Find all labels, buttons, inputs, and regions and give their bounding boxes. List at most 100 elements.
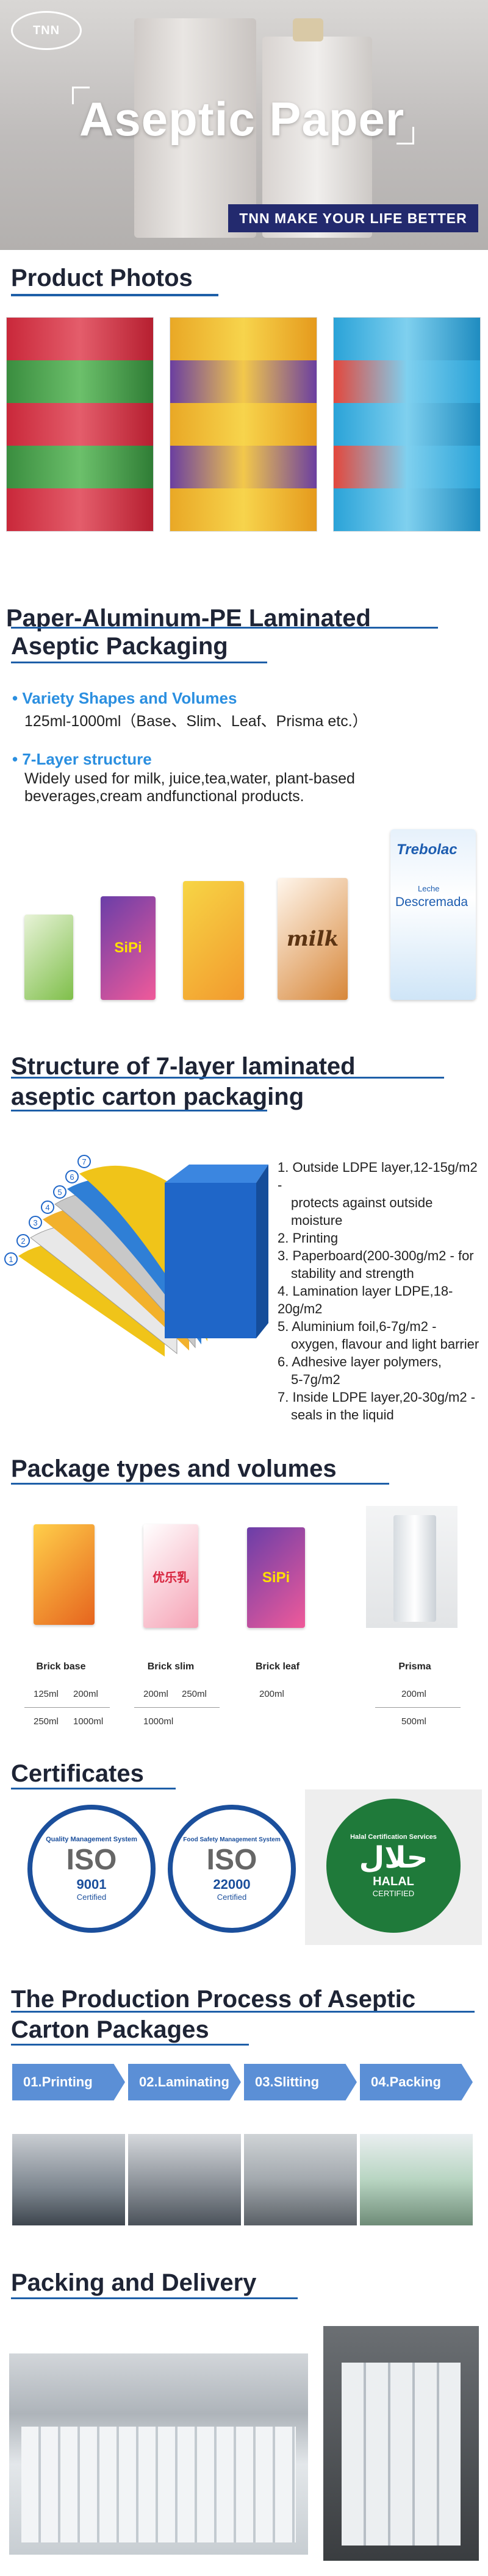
slogan-banner: TNN MAKE YOUR LIFE BETTER [228,204,478,232]
bullet-text-layers-1: Widely used for milk, juice,tea,water, p… [24,770,355,787]
package-brick-leaf-image: SiPi [247,1527,305,1628]
brand-logo[interactable]: TNN [11,11,82,50]
carton-trebolac: Trebolac Leche Descremada [390,829,476,1000]
cert-main-text: ISO [206,1843,257,1876]
layer-line: seals in the liquid [291,1407,394,1422]
print-strip [170,446,317,488]
trebolac-logo-text: Trebolac [396,841,458,858]
iso-22000-badge: Food Safety Management System ISO 22000 … [168,1805,296,1933]
cert-ring-text: Halal Certification Services [350,1833,437,1841]
layer-number-label: 5 [57,1188,62,1197]
layer-line: oxygen, flavour and light barrier [291,1336,479,1352]
cert-foot-text: Certified [217,1892,247,1902]
process-photo-printing [12,2134,125,2225]
halal-badge-panel: Halal Certification Services حلال HALAL … [305,1789,482,1945]
print-strip [170,360,317,403]
package-brick-slim-image: 优乐乳 [143,1524,198,1628]
volume-value: 250ml [34,1716,59,1727]
layer-number-circle [29,1216,42,1229]
title-underline [11,627,438,629]
volume-value: 200ml [73,1689,98,1699]
volume-value: 1000ml [143,1716,174,1727]
layer-line: 2. Printing [278,1230,339,1246]
layer-number-circle [65,1170,79,1183]
divider [134,1707,220,1708]
package-brick-base-image [34,1524,95,1625]
title-underline [11,2011,475,2013]
section-title-types: Package types and volumes [11,1455,337,1482]
iso-9001-badge: Quality Management System ISO 9001 Certi… [27,1805,156,1933]
print-strip [7,488,153,531]
section-title-laminated-line2: Aseptic Packaging [11,633,228,660]
section-title-certificates: Certificates [11,1760,144,1787]
hero-carton-cap [293,18,323,41]
carton-block-top [165,1165,268,1183]
process-photo-slitting [244,2134,357,2225]
layer-line: stability and strength [291,1266,414,1281]
print-strip [334,360,480,403]
prisma-carton [393,1515,436,1622]
volume-value: 200ml [401,1689,426,1699]
title-underline [11,2297,298,2299]
package-prisma-image [366,1506,458,1628]
title-underline [11,1483,389,1485]
layer-line: moisture [291,1213,343,1228]
hero-title: Aseptic Paper [79,92,405,146]
layer-number-label: 3 [33,1218,37,1227]
layer-description-list: 1. Outside LDPE layer,12-15g/m2 - protec… [278,1158,485,1424]
process-step-laminating: 02.Laminating [128,2064,241,2100]
print-strip [334,488,480,531]
process-step-packing: 04.Packing [360,2064,473,2100]
layer-number-label: 4 [45,1203,49,1212]
title-underline [11,1788,176,1789]
process-step-slitting: 03.Slitting [244,2064,357,2100]
layer-line: 4. Lamination layer LDPE,18-20g/m2 [278,1283,453,1316]
carton-milk: milk [278,878,348,1000]
title-underline [11,294,218,296]
bullet-text-shapes: 125ml-1000ml（Base、Slim、Leaf、Prisma etc.） [24,713,368,730]
layer-number-circle [53,1185,66,1199]
print-strip [7,318,153,360]
container-rolls [342,2363,461,2546]
carton-sipi: SiPi [101,896,156,1000]
volume-value: 200ml [143,1689,168,1699]
layer-line: protects against outside [291,1195,433,1210]
carton-apple-juice [24,915,73,1000]
cert-foot-text: Certified [76,1893,107,1902]
package-name-brick-slim: Brick slim [147,1661,195,1672]
section-title-process-line1: The Production Process of Aseptic [11,1986,416,2013]
package-name-brick-leaf: Brick leaf [255,1661,300,1672]
cert-code: 9001 [76,1877,107,1892]
layer-line: 5-7g/m2 [291,1372,340,1387]
section-title-delivery: Packing and Delivery [11,2269,257,2296]
layer-number-label: 6 [70,1172,74,1182]
title-frame-corner-tl [72,87,90,104]
title-underline [11,2044,249,2046]
layer-line: 6. Adhesive layer polymers, [278,1354,442,1369]
cert-code: 22000 [213,1876,251,1892]
volume-value: 125ml [34,1689,59,1699]
bullet-heading-layers: • 7-Layer structure [12,750,152,768]
carton-block [165,1183,256,1338]
trebolac-main-text: Descremada [395,895,468,909]
print-strip [170,488,317,531]
title-underline [11,1110,267,1111]
layer-line: 1. Outside LDPE layer,12-15g/m2 - [278,1160,478,1193]
cert-main-text: حلال [359,1841,428,1875]
process-photo-laminating [128,2134,241,2225]
paper-rolls [21,2427,296,2542]
layer-number-label: 7 [82,1157,86,1166]
print-strip [170,403,317,446]
title-frame-corner-br [396,127,414,144]
layer-number-circle [4,1252,18,1266]
halal-badge: Halal Certification Services حلال HALAL … [326,1799,461,1933]
hero-carton-image [134,18,256,238]
delivery-photo-warehouse [9,2353,308,2555]
cert-ring-text: Food Safety Management System [183,1836,281,1843]
section-title-structure-line1: Structure of 7-layer laminated [11,1053,356,1080]
bullet-heading-shapes: • Variety Shapes and Volumes [12,689,237,707]
section-title-structure-line2: aseptic carton packaging [11,1083,304,1110]
process-step-printing: 01.Printing [12,2064,125,2100]
print-strip [334,403,480,446]
title-underline [11,1077,444,1079]
